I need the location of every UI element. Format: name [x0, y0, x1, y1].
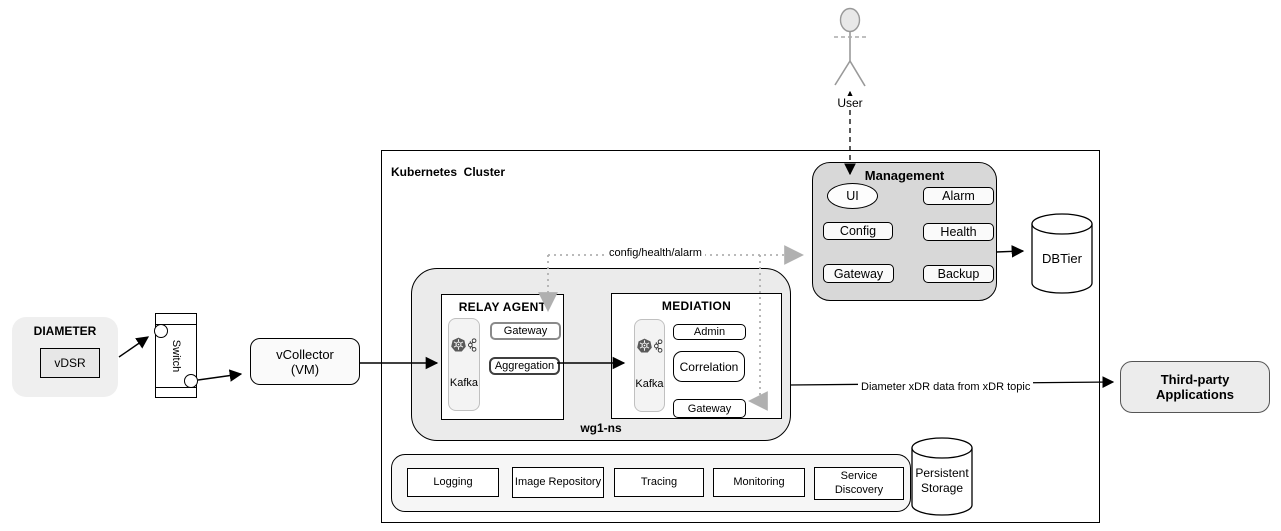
user-label: User — [836, 96, 864, 110]
third-party-applications-node: Third-party Applications — [1120, 361, 1270, 413]
edge-switch-to-vcollector — [197, 369, 243, 382]
service-image-repository: Image Repository — [512, 467, 604, 498]
management-alarm-node: Alarm — [923, 187, 994, 205]
relay-agent-box: RELAY AGENT — [441, 294, 564, 420]
vcollector-name: vCollector — [276, 346, 334, 362]
management-health-node: Health — [923, 223, 994, 241]
kubernetes-icon — [451, 337, 466, 352]
cluster-title: Kubernetes Cluster — [391, 165, 506, 179]
dbtier-label: DBTier — [1042, 250, 1082, 266]
diameter-group: DIAMETER vDSR — [12, 317, 118, 397]
relay-kafka-icons — [449, 337, 479, 352]
mediation-box: MEDIATION — [611, 293, 782, 419]
kubernetes-icon — [636, 338, 652, 353]
persistent-storage-node: Persistent Storage — [911, 437, 973, 516]
xdr-topic-label: Diameter xDR data from xDR topic — [858, 381, 1034, 393]
mediation-kafka-node: Kafka — [634, 319, 665, 412]
relay-aggregation-node: Aggregation — [489, 357, 560, 375]
persistent-storage-label: Persistent Storage — [915, 466, 969, 495]
kafka-icon — [467, 337, 477, 352]
platform-services-group: Logging Image Repository Tracing Monitor… — [391, 454, 911, 512]
switch-top-rail — [155, 324, 197, 325]
config-health-alarm-label: config/health/alarm — [606, 247, 705, 259]
namespace-wg1-ns: wg1-ns RELAY AGENT — [411, 268, 791, 441]
management-config-node: Config — [823, 222, 893, 240]
relay-kafka-label: Kafka — [449, 377, 479, 389]
relay-kafka-node: Kafka — [448, 318, 480, 411]
service-discovery: Service Discovery — [814, 467, 904, 500]
switch-label: Switch — [170, 339, 182, 372]
mediation-title: MEDIATION — [661, 299, 732, 313]
switch-bottom-rail — [155, 387, 197, 388]
vcollector-node: vCollector (VM) — [250, 338, 360, 385]
database-cylinder-icon — [911, 437, 973, 516]
management-group: Management UI Config Gateway Alarm Healt… — [812, 162, 997, 301]
kafka-icon — [653, 338, 662, 353]
management-title: Management — [864, 168, 945, 183]
switch-port-icon — [184, 374, 198, 388]
mediation-gateway-node: Gateway — [673, 399, 746, 418]
relay-agent-title: RELAY AGENT — [458, 300, 547, 314]
management-gateway-node: Gateway — [823, 264, 894, 283]
service-monitoring: Monitoring — [713, 468, 805, 497]
management-backup-node: Backup — [923, 265, 994, 283]
service-tracing: Tracing — [614, 468, 704, 497]
vdsr-node: vDSR — [40, 348, 100, 378]
user-actor — [830, 6, 870, 90]
mediation-kafka-label: Kafka — [635, 378, 664, 390]
mediation-admin-node: Admin — [673, 324, 746, 340]
dbtier-node: DBTier — [1031, 213, 1093, 294]
diameter-title: DIAMETER — [33, 324, 97, 338]
vcollector-sub: (VM) — [290, 361, 320, 377]
switch-port-icon — [154, 324, 168, 338]
mediation-kafka-icons — [635, 338, 664, 353]
edge-vdsr-to-switch — [118, 336, 150, 358]
mediation-correlation-node: Correlation — [673, 351, 745, 382]
database-cylinder-icon — [1031, 213, 1093, 294]
kubernetes-cluster: Kubernetes Cluster wg1-ns RELAY AGENT — [381, 150, 1100, 523]
service-logging: Logging — [407, 468, 499, 497]
stick-figure-icon — [834, 7, 866, 87]
management-ui-node: UI — [827, 183, 878, 209]
namespace-label: wg1-ns — [580, 421, 622, 435]
relay-gateway-node: Gateway — [490, 322, 561, 340]
